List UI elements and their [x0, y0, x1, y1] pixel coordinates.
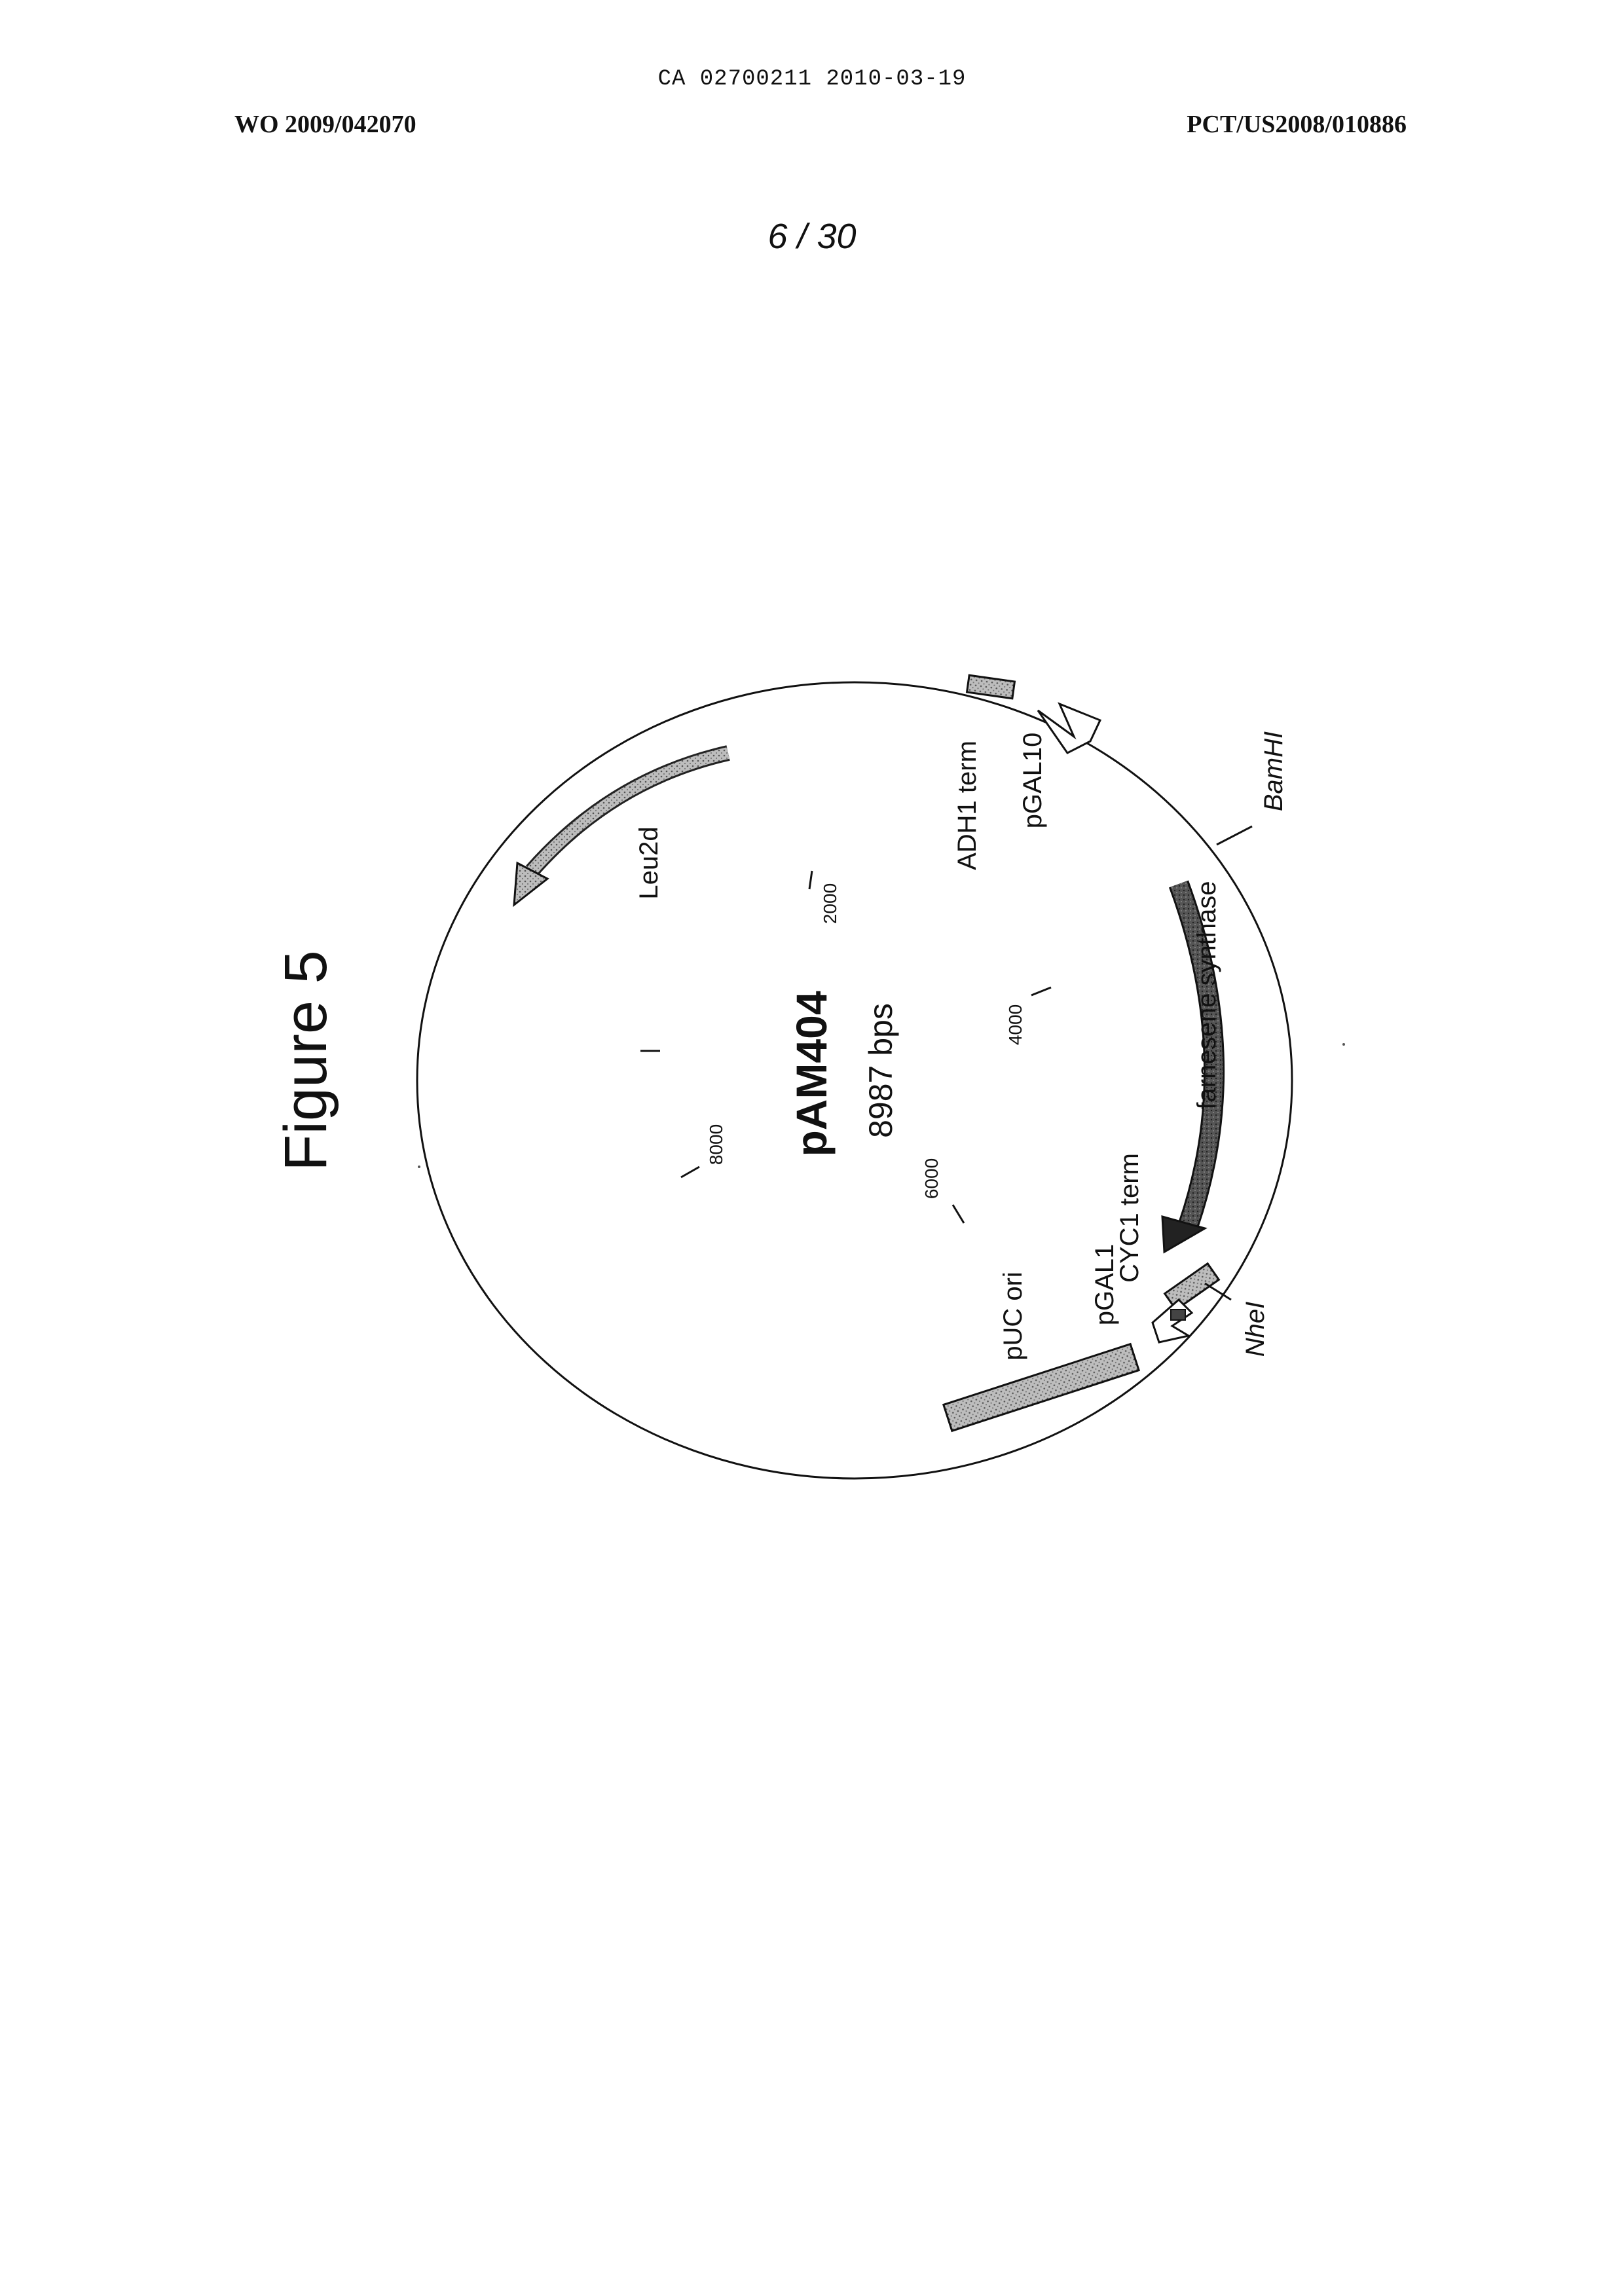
leu2d-arrow [514, 753, 728, 905]
pgal1-cluster [1153, 1264, 1219, 1342]
tick-label-6000: 6000 [921, 1158, 942, 1199]
label-adh1-term: ADH1 term [953, 741, 982, 870]
label-puc-ori: pUC ori [999, 1272, 1027, 1361]
scale-tick-8000 [681, 1167, 699, 1177]
plasmid-backbone [417, 682, 1292, 1478]
label-cyc1-term: CYC1 term [1115, 1153, 1144, 1283]
tick-label-8000: 8000 [706, 1124, 726, 1165]
scale-tick-2000 [809, 871, 812, 889]
scale-tick-4000 [1031, 987, 1051, 995]
label-nhei: NheI [1241, 1302, 1270, 1357]
bamhi-site-tick [1217, 826, 1252, 845]
plasmid-size: 8987 bps [862, 1003, 899, 1138]
label-pgal1: pGAL1 [1090, 1244, 1119, 1326]
label-farnesene-synthase: farnesene synthase [1192, 881, 1221, 1109]
label-bamhi: BamHI [1259, 731, 1288, 811]
adh1-term-box [967, 675, 1015, 698]
plasmid-name: pAM404 [787, 991, 836, 1156]
tick-label-4000: 4000 [1005, 1004, 1025, 1045]
scale-tick-6000 [953, 1205, 964, 1223]
nhei-site-tick [1205, 1283, 1231, 1300]
puc-ori-box [944, 1344, 1139, 1431]
label-pgal10: pGAL10 [1018, 733, 1047, 829]
figure-title: Figure 5 [272, 950, 339, 1171]
label-leu2d: Leu2d [635, 826, 663, 899]
tick-label-2000: 2000 [820, 883, 840, 924]
